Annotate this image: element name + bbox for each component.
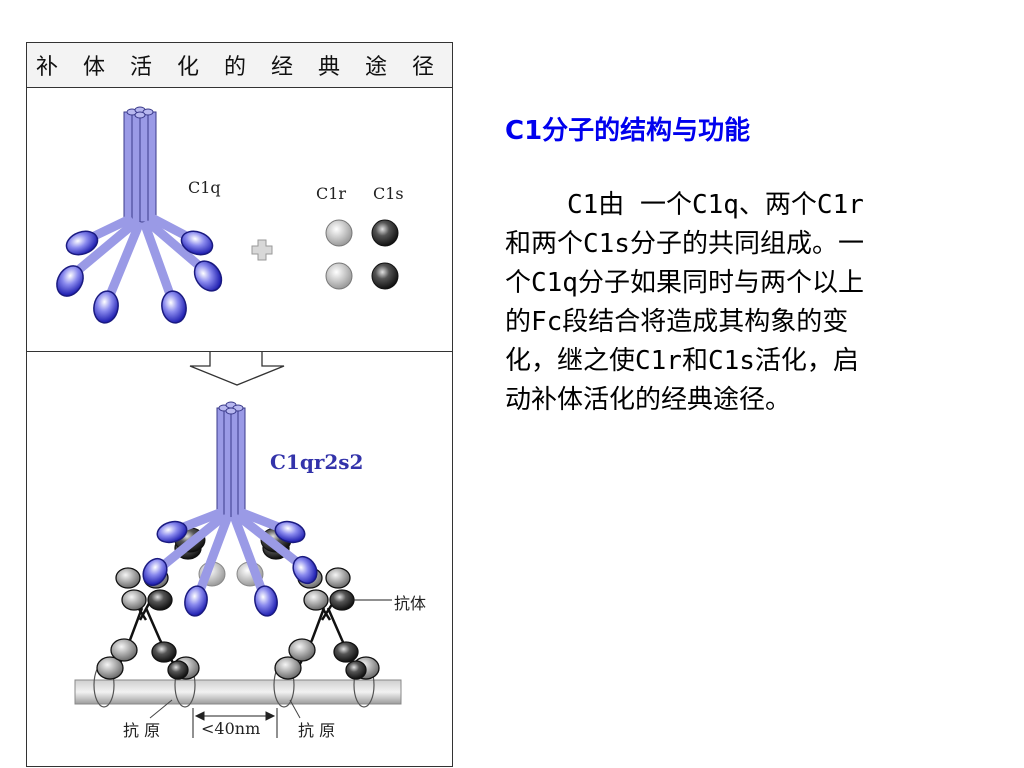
label-antigen-right: 抗 原: [298, 721, 336, 740]
label-antibody: 抗体: [394, 594, 427, 613]
diagram-title: 补 体 活 化 的 经 典 途 径: [26, 42, 453, 88]
label-c1q: C1q: [188, 178, 221, 197]
c1s-spheres: [371, 219, 399, 290]
antigen-pointers: [149, 699, 301, 719]
antibody-right: [262, 536, 380, 680]
label-complex: C1qr2s2: [270, 450, 364, 474]
section-heading: C1分子的结构与功能: [505, 116, 751, 146]
label-distance: <40nm: [201, 719, 261, 738]
membrane-bar: [74, 679, 402, 705]
c1r-spheres: [325, 219, 353, 290]
down-arrow-icon: [189, 352, 285, 386]
label-c1r: C1r: [316, 184, 347, 203]
c1q-molecule: [56, 106, 223, 324]
plus-icon: [251, 239, 273, 261]
bound-c1q: [142, 401, 318, 617]
section-description: C1由 一个C1q、两个C1r 和两个C1s分子的共同组成。一个C1q分子如果同…: [505, 190, 864, 415]
label-c1s: C1s: [373, 184, 404, 203]
distance-marker: [192, 708, 278, 738]
label-antigen-left: 抗 原: [123, 721, 161, 740]
bottom-panel-frame: [26, 352, 453, 767]
